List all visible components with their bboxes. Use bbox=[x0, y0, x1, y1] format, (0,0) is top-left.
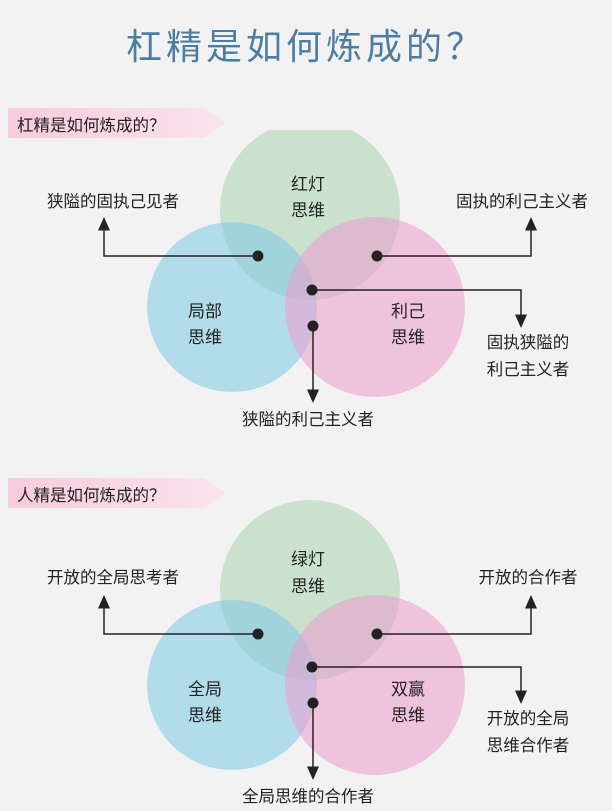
circle-left-label-line2: 思维 bbox=[188, 328, 222, 348]
section-heading: 杠精是如何炼成的？ bbox=[17, 116, 166, 135]
outcome-bottom: 狭隘的利己主义者 bbox=[242, 410, 374, 429]
section-heading: 人精是如何炼成的？ bbox=[17, 486, 166, 505]
circle-right-label-line2: 思维 bbox=[391, 328, 425, 348]
outcome-center-line2: 利己主义者 bbox=[487, 360, 570, 379]
section-heading-tag: 杠精是如何炼成的？ bbox=[8, 108, 226, 138]
connector-top-left bbox=[98, 595, 258, 635]
outcome-top-right: 固执的利己主义者 bbox=[456, 192, 588, 211]
circle-right-label-line1: 利己 bbox=[391, 302, 425, 322]
section-heading-tag: 人精是如何炼成的？ bbox=[8, 478, 226, 508]
outcome-top-right: 开放的合作者 bbox=[479, 568, 578, 587]
dot-top-left bbox=[252, 250, 264, 262]
outcome-bottom: 全局思维的合作者 bbox=[242, 787, 374, 806]
circle-right-label-line2: 思维 bbox=[391, 706, 425, 726]
outcome-top-left: 开放的全局思考者 bbox=[47, 568, 179, 587]
dot-bottom bbox=[307, 697, 319, 709]
outcome-center-line1: 开放的全局 bbox=[487, 709, 570, 728]
venn-diagram-renjing: 绿灯 思维 全局 思维 双赢 思维 开放的全局思考者 开放的合作者 开放的全局 … bbox=[47, 500, 578, 806]
connector-top-left bbox=[98, 217, 258, 257]
blue-circle bbox=[147, 600, 317, 770]
circle-top-label-line1: 绿灯 bbox=[291, 550, 325, 570]
connector-top-right bbox=[377, 217, 537, 257]
outcome-center-line1: 固执狭隘的 bbox=[487, 333, 570, 352]
venn-diagram-gangjing: 红灯 思维 局部 思维 利己 思维 狭隘的固执己见者 固执的利己主义者 固执狭隘… bbox=[47, 130, 588, 429]
connector-top-right bbox=[377, 595, 537, 635]
outcome-top-left: 狭隘的固执己见者 bbox=[47, 192, 179, 211]
circle-top-label-line1: 红灯 bbox=[291, 175, 325, 195]
circle-top-label-line2: 思维 bbox=[291, 577, 325, 597]
dot-top-right bbox=[371, 250, 383, 262]
outcome-center-line2: 思维合作者 bbox=[487, 736, 570, 755]
pink-circle bbox=[285, 595, 465, 775]
connector-center bbox=[312, 666, 527, 704]
page-title: 杠精是如何炼成的？ bbox=[125, 27, 486, 68]
circle-left-label-line1: 全局 bbox=[188, 680, 222, 700]
pink-circle bbox=[285, 217, 465, 397]
dot-center bbox=[306, 284, 318, 296]
dot-top-left bbox=[252, 628, 264, 640]
circle-left-label-line1: 局部 bbox=[188, 302, 222, 322]
dot-center bbox=[306, 661, 318, 673]
circle-left-label-line2: 思维 bbox=[188, 706, 222, 726]
dot-top-right bbox=[371, 628, 383, 640]
circle-right-label-line1: 双赢 bbox=[391, 680, 425, 700]
circle-top-label-line2: 思维 bbox=[291, 201, 325, 221]
connector-center bbox=[312, 289, 527, 328]
blue-circle bbox=[147, 222, 317, 392]
dot-bottom bbox=[307, 320, 319, 332]
